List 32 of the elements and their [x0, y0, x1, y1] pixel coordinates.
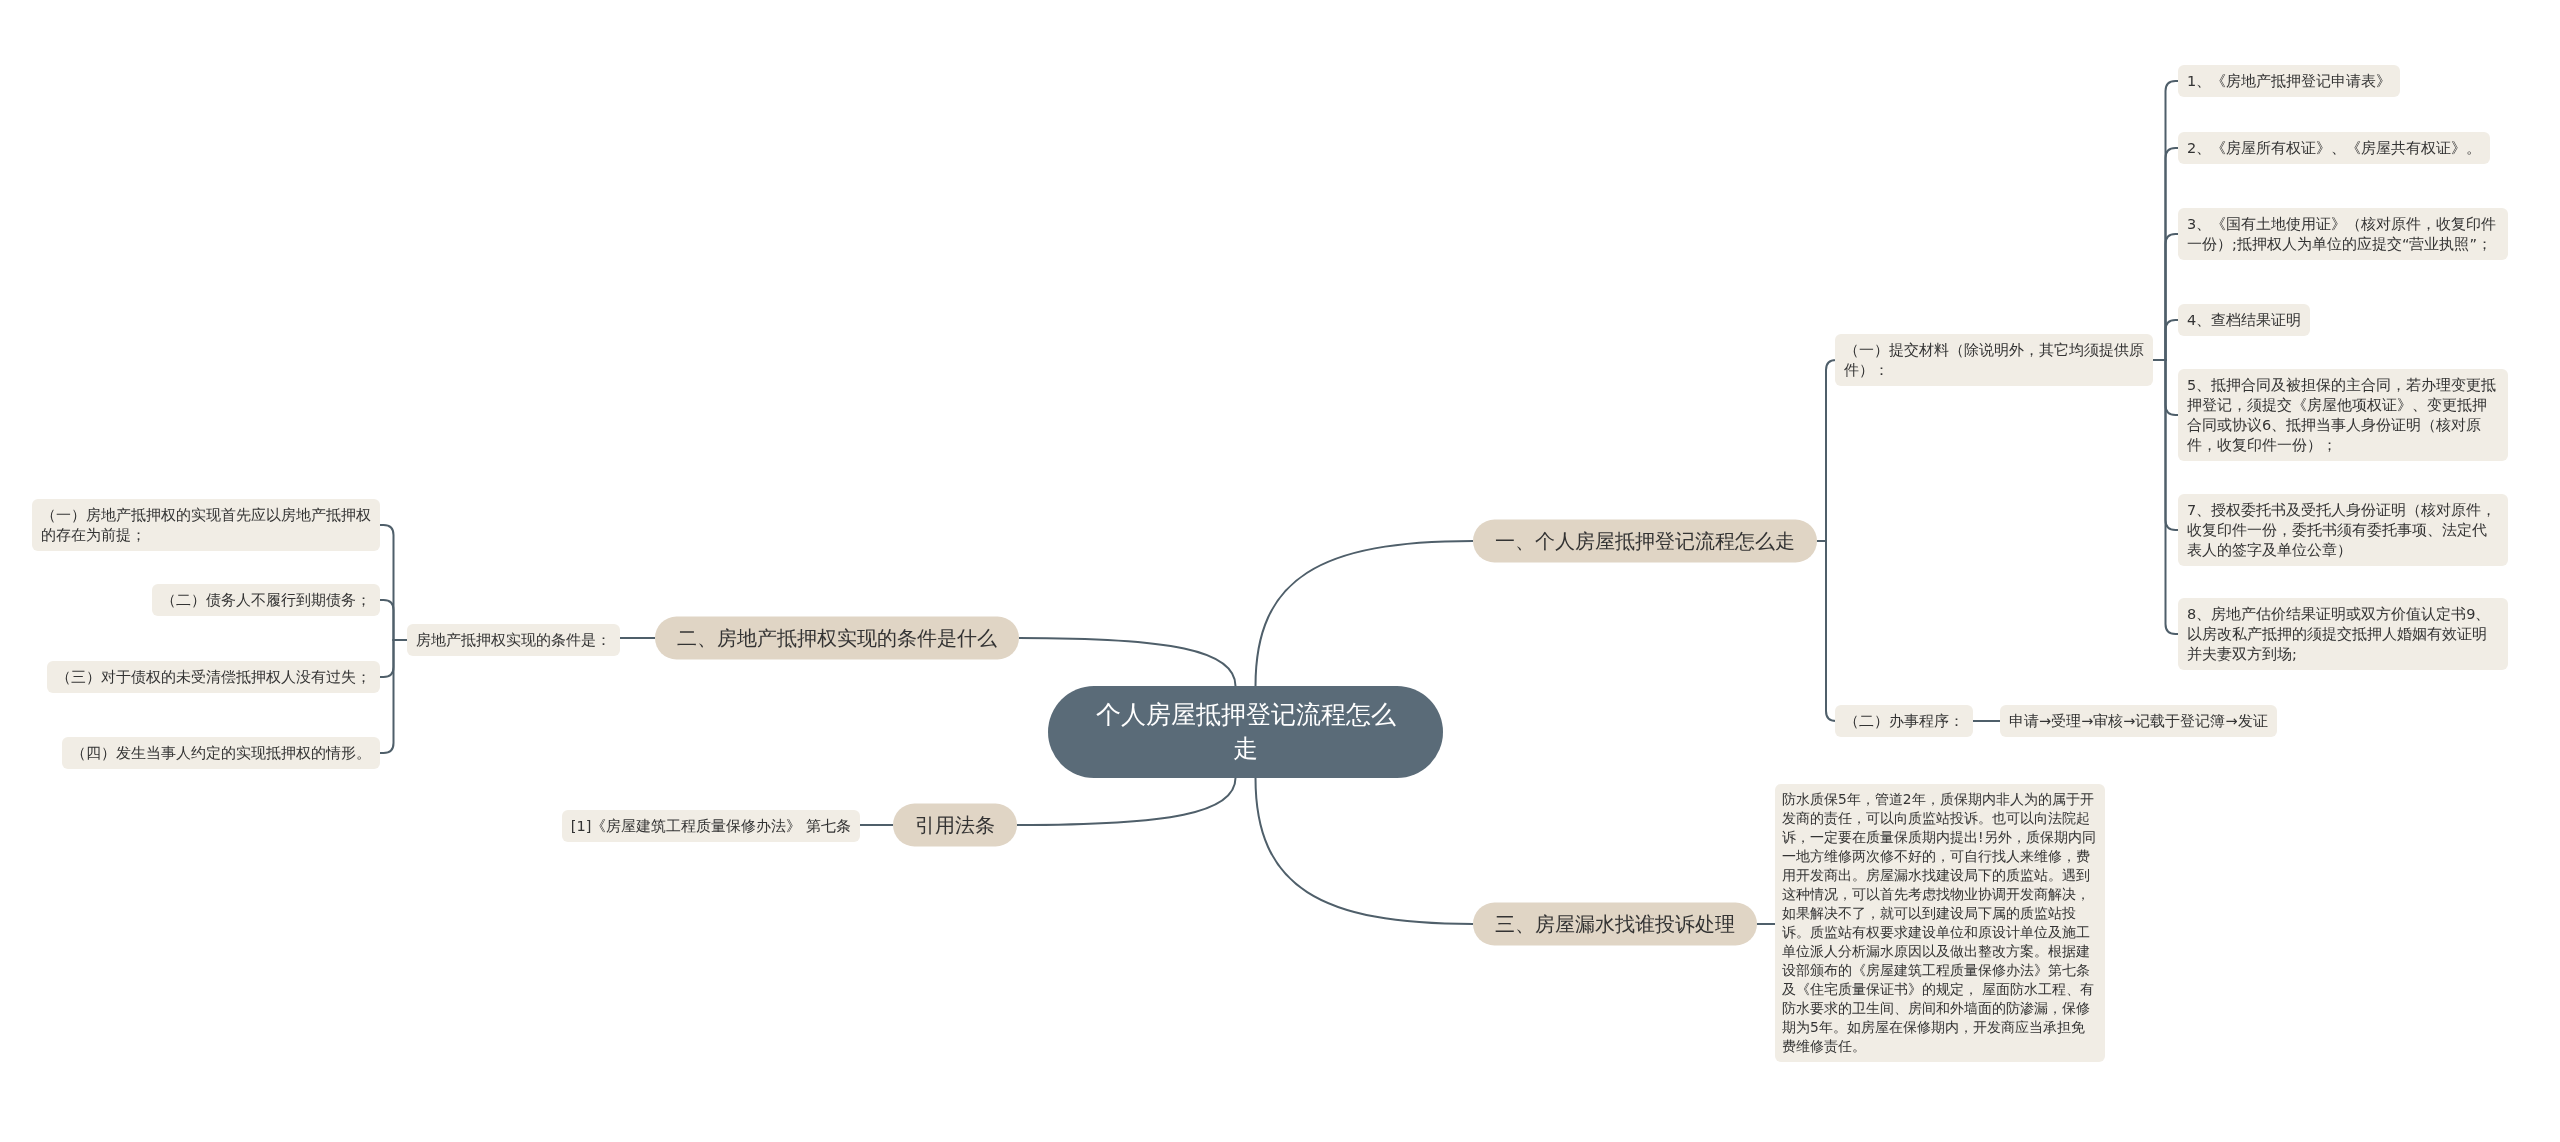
subtopic-box: [1]《房屋建筑工程质量保修办法》 第七条	[561, 810, 860, 842]
connector-line	[1756, 923, 1776, 925]
subtopic-box: 申请→受理→审核→记载于登记簿→发证	[2000, 705, 2277, 737]
connector-line	[1254, 540, 1474, 687]
topic-box: 二、房地产抵押权实现的条件是什么	[655, 616, 1019, 660]
topic-box: 一、个人房屋抵押登记流程怎么走	[1473, 519, 1817, 563]
subtopic-box: 防水质保5年，管道2年，质保期内非人为的属于开发商的责任，可以向质监站投诉。也可以向法院起诉，一定要在质量保质期内提出!另外，质保期内同一地方维修两次修不好的，可自行找人来维修，费用开发商出。房屋漏水找建设局下的质监站。遇到这种情况，可以首先考虑找物业协调开发商解决，如果解决不了，就可以到建设局下属的质监站投诉。质监站有权要求建设单位和原设计单位及施工单位派人分析漏水原因以及做出整改方案。根据建设部颁布的《房屋建筑工程质量保修办法》第七条及《住宅质量保证书》的规定， 屋面防水工程、有防水要求的卫生间、房间和外墙面的防渗漏，保修期为5年。如房屋在保修期内，开发商应当承担免费维修责任。	[1775, 784, 2105, 1062]
subtopic-box: （一）提交材料（除说明外，其它均须提供原件）：	[1835, 334, 2153, 386]
connector-line	[859, 824, 894, 826]
connector-line	[1816, 540, 1837, 722]
subtopic-box: 8、房地产估价结果证明或双方价值认定书9、以房改私产抵押的须提交抵押人婚姻有效证明并夫妻双方到场;	[2178, 598, 2508, 670]
connector-line	[619, 637, 656, 639]
subtopic-box: （二）办事程序：	[1835, 705, 1973, 737]
topic-box: 三、房屋漏水找谁投诉处理	[1473, 902, 1757, 946]
topic-box: 引用法条	[893, 803, 1017, 847]
subtopic-box: 4、查档结果证明	[2178, 304, 2311, 336]
connector-line	[1016, 777, 1237, 826]
subtopic-box: （三）对于债权的未受清偿抵押权人没有过失；	[47, 661, 380, 693]
connector-line	[1018, 637, 1237, 687]
subtopic-box: 5、抵押合同及被担保的主合同，若办理变更抵押登记，须提交《房屋他项权证》、变更抵押合同或协议6、抵押当事人身份证明（核对原件，收复印件一份）；	[2178, 369, 2508, 461]
central-topic: 个人房屋抵押登记流程怎么走	[1048, 686, 1443, 778]
subtopic-box: 7、授权委托书及受托人身份证明（核对原件，收复印件一份，委托书须有委托事项、法定代表人的签字及单位公章）	[2178, 494, 2508, 566]
subtopic-box: 3、《国有土地使用证》（核对原件，收复印件一份）;抵押权人为单位的应提交“营业执照”；	[2178, 208, 2508, 260]
subtopic-box: （二）债务人不履行到期债务；	[152, 584, 380, 616]
connector-line	[1254, 777, 1474, 925]
connector-line	[2152, 359, 2179, 635]
subtopic-box: 2、《房屋所有权证》、《房屋共有权证》。	[2178, 132, 2491, 164]
subtopic-box: （一）房地产抵押权的实现首先应以房地产抵押权的存在为前提；	[32, 499, 380, 551]
subtopic-box: 1、《房地产抵押登记申请表》	[2178, 65, 2401, 97]
subtopic-box: 房地产抵押权实现的条件是：	[407, 624, 620, 656]
connector-line	[1972, 720, 2001, 722]
subtopic-box: （四）发生当事人约定的实现抵押权的情形。	[62, 737, 380, 769]
